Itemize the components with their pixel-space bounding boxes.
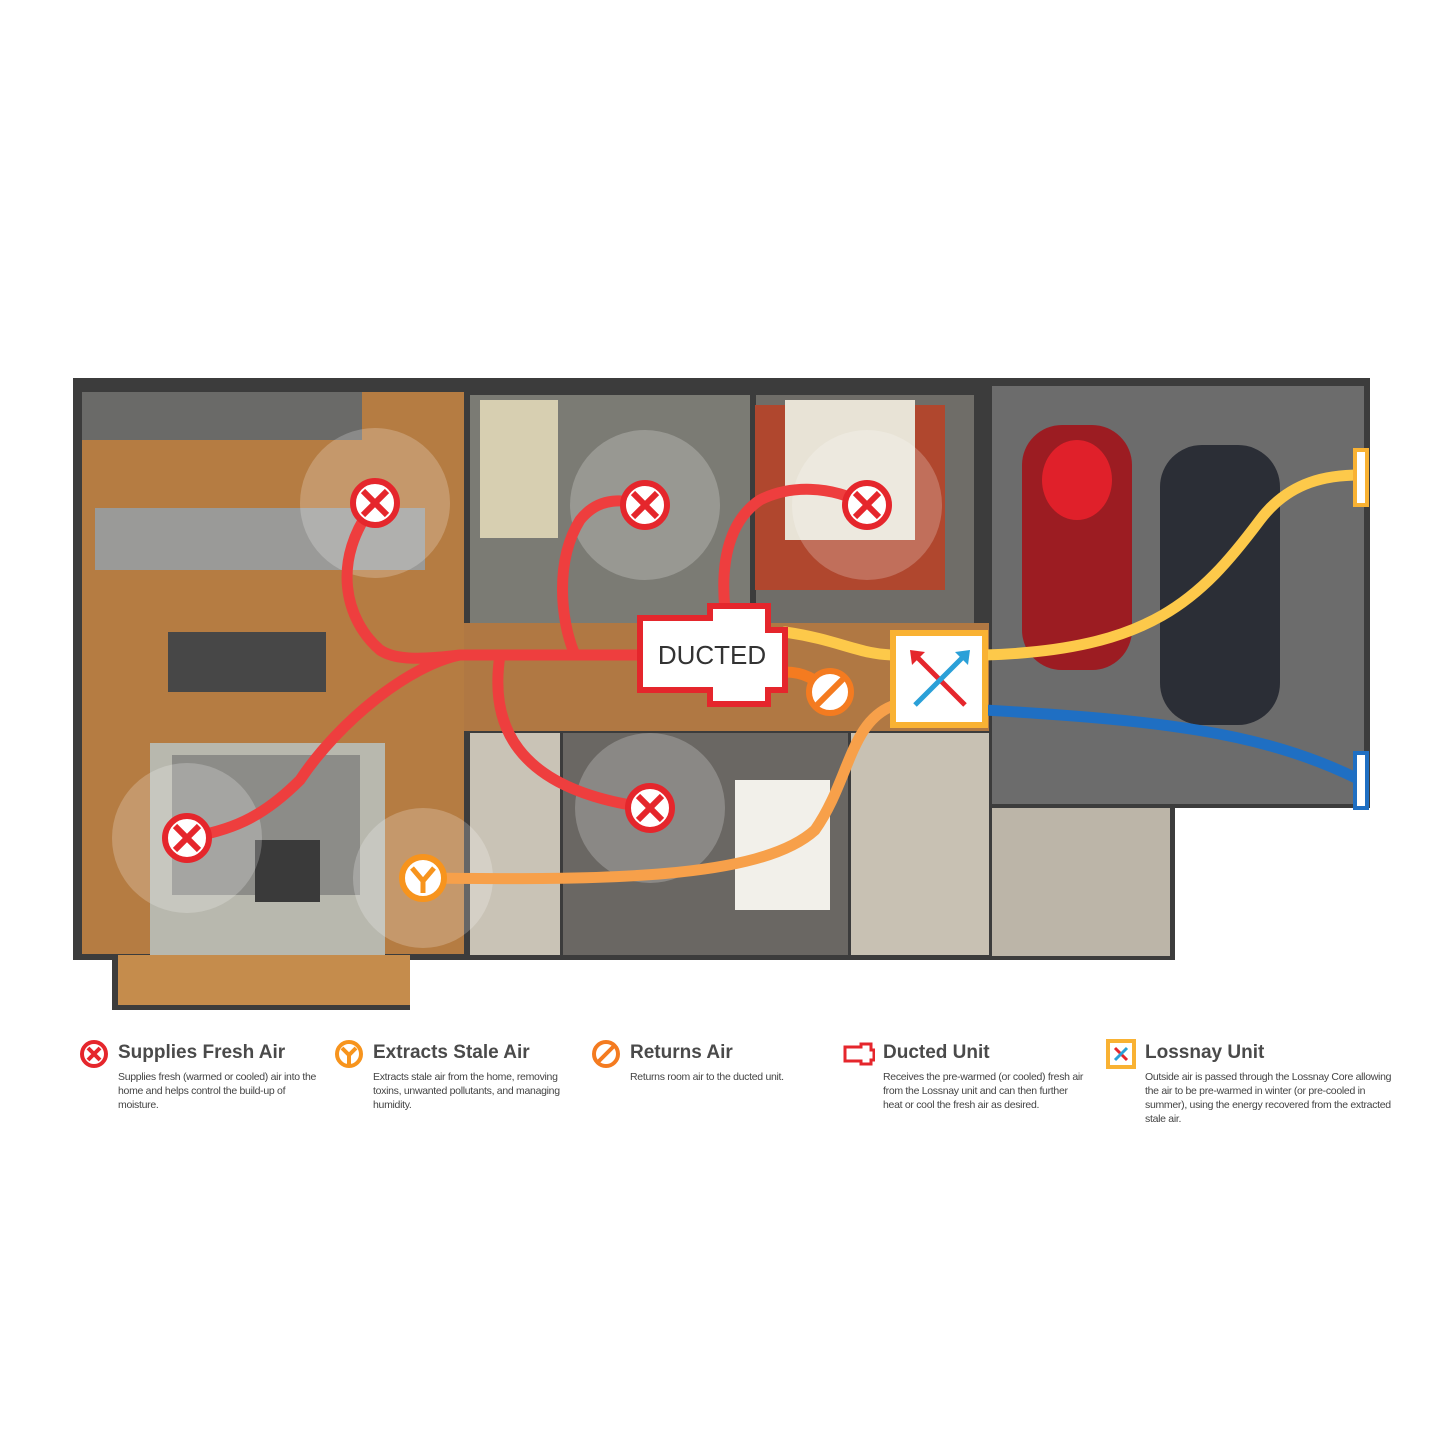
bathroom-2 (851, 733, 989, 955)
ducted-unit-label: DUCTED (658, 640, 766, 670)
legend-title: Supplies Fresh Air (118, 1042, 286, 1063)
legend-title: Ducted Unit (883, 1042, 990, 1063)
floor-plan: DUCTED (73, 378, 1370, 1010)
duct-orange-extract (417, 699, 901, 885)
extract-grille (399, 854, 447, 902)
balcony (118, 955, 410, 1005)
ducted-unit-icon (843, 1042, 875, 1066)
supply-diffuser-kitchen (353, 481, 397, 525)
supply-x-icon (80, 1040, 108, 1068)
bed-1 (480, 400, 558, 538)
bathroom-3 (992, 808, 1170, 956)
lossnay-unit-icon (1106, 1039, 1136, 1069)
coffee-table (255, 840, 320, 902)
outdoor-exhaust-vent (1353, 751, 1369, 810)
ducted-unit: DUCTED (637, 603, 788, 707)
outdoor-intake-vent (1353, 448, 1369, 507)
legend-text: Returns room air to the ducted unit. (630, 1071, 784, 1083)
legend-title: Lossnay Unit (1145, 1042, 1265, 1063)
return-grille (806, 668, 854, 716)
legend-title: Returns Air (630, 1042, 733, 1063)
supply-diffuser-bedroom-2 (845, 483, 889, 527)
legend-text: Extracts stale air from the home, removi… (373, 1071, 560, 1111)
legend-text: Receives the pre-warmed (or cooled) fres… (883, 1071, 1084, 1111)
kitchen-bench (82, 392, 362, 440)
duct-blue-exhaust (979, 704, 1366, 786)
supply-diffuser-living (165, 816, 209, 860)
supply-diffuser-bedroom-3 (628, 786, 672, 830)
extract-icon (335, 1040, 363, 1068)
legend-text: Outside air is passed through the Lossna… (1145, 1071, 1392, 1125)
duct-red-supply (181, 483, 873, 844)
return-icon (592, 1040, 620, 1068)
dining-table (168, 632, 326, 692)
supply-diffuser-bedroom-1 (623, 483, 667, 527)
lossnay-unit (890, 630, 988, 728)
car-dark (1160, 445, 1280, 725)
legend-title: Extracts Stale Air (373, 1042, 530, 1063)
legend-text: Supplies fresh (warmed or cooled) air in… (118, 1071, 317, 1111)
duct-yellow-intake (779, 469, 1366, 661)
